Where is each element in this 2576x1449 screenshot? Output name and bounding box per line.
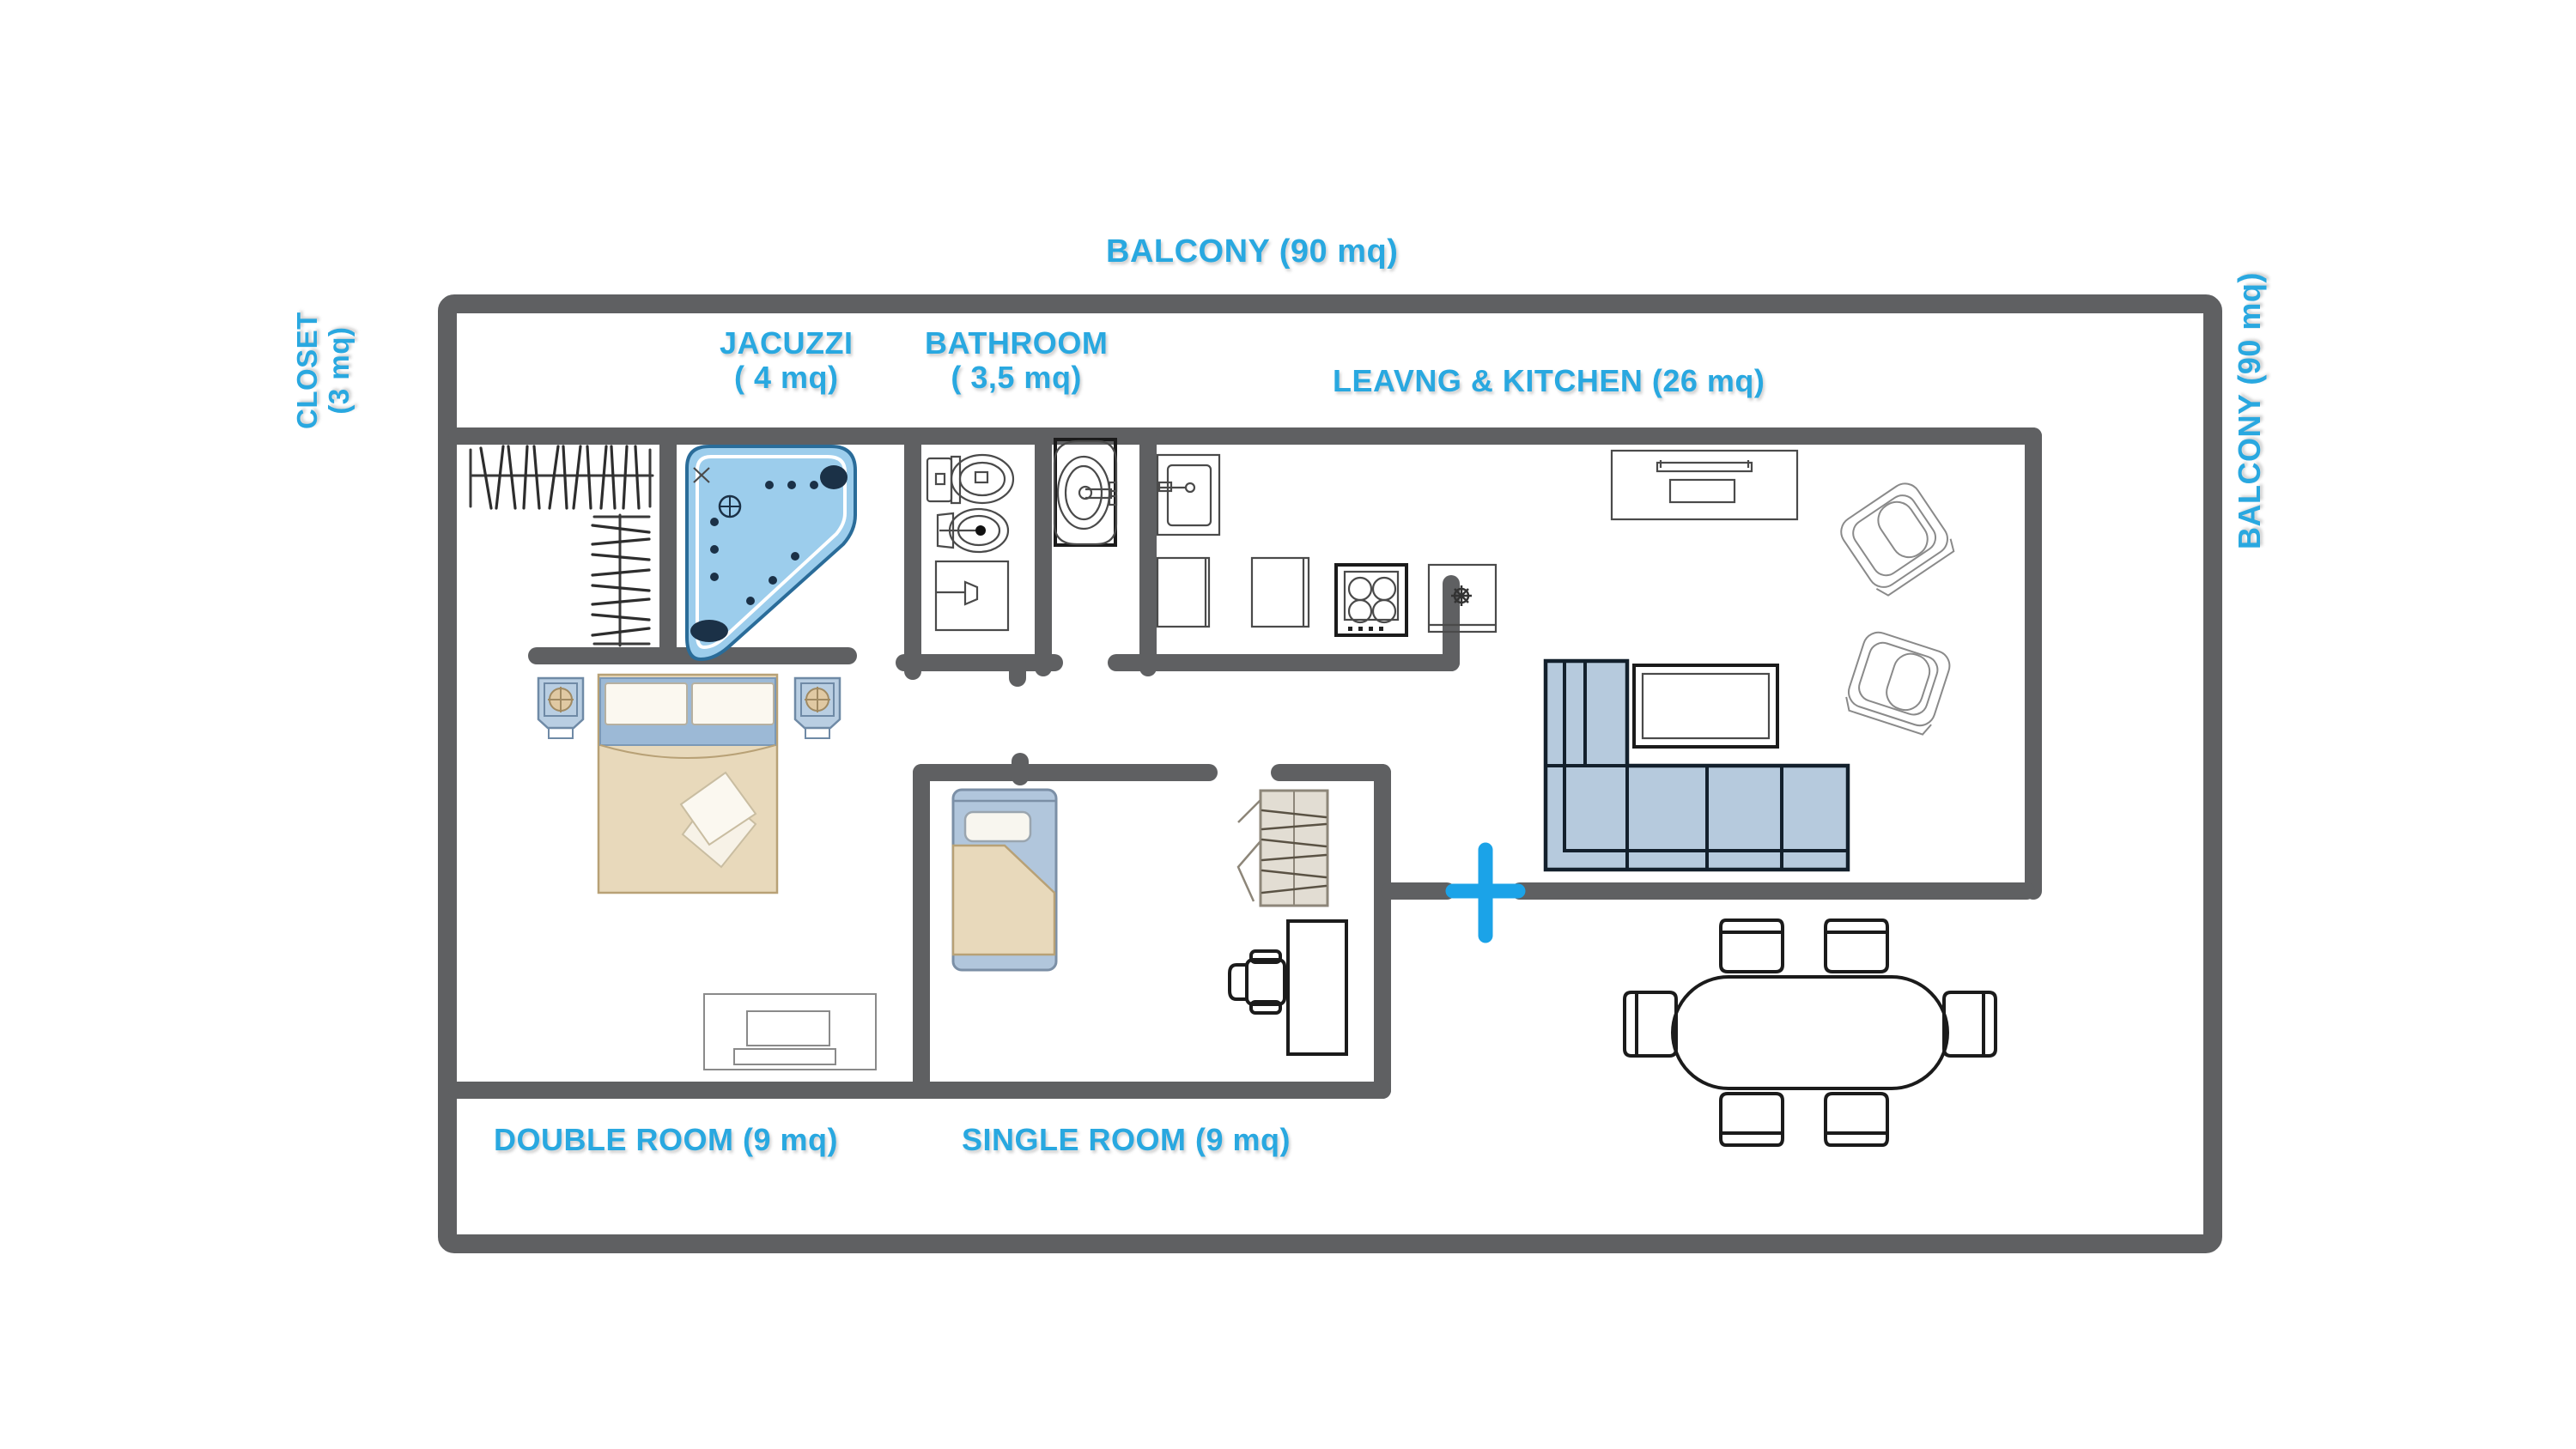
washbasin-oval (1053, 438, 1118, 547)
interior-walls (448, 427, 2042, 1099)
desk (1286, 919, 1348, 1056)
coffee-table (1632, 664, 1779, 749)
kitchen-cabinet (1250, 556, 1310, 628)
nightstand-right (793, 676, 841, 739)
desk-chair (1228, 949, 1286, 1015)
dining-set (1623, 919, 1997, 1147)
living-room-furniture (1543, 449, 1997, 1147)
wardrobe (1236, 789, 1329, 907)
closet-fittings (469, 445, 654, 647)
single-room-furniture (951, 788, 1348, 1056)
tv-console-bedroom (703, 993, 877, 1070)
tv-console-living (1610, 449, 1799, 521)
kitchen-sink-lower (1427, 563, 1498, 634)
kitchen-stove-4-burner (1334, 563, 1408, 637)
entrance-door-marker[interactable] (1445, 842, 1526, 943)
dining-chair (1719, 1092, 1784, 1147)
dining-chair (1824, 1092, 1889, 1147)
corner-jacuzzi-tub (685, 445, 857, 662)
washroom-basin (1156, 453, 1221, 628)
bidet (936, 507, 1010, 554)
bathroom-fixtures (926, 438, 1221, 632)
single-bed (951, 788, 1058, 972)
shower-tray (934, 560, 1010, 632)
nightstand-left (537, 676, 585, 739)
dining-chair (1824, 919, 1889, 973)
toilet (926, 453, 1015, 505)
dining-table-oval (1671, 975, 1949, 1090)
dining-chair (1719, 919, 1784, 973)
dining-chair (1942, 991, 1997, 1058)
sectional-sofa (1543, 658, 1850, 872)
armchair-upper (1840, 482, 1955, 597)
outer-wall-rect (438, 294, 2222, 1253)
kitchen-fittings (1250, 556, 1498, 637)
dining-chair (1623, 991, 1678, 1058)
double-room-furniture (537, 673, 877, 1070)
outer-walls (438, 294, 2222, 1253)
double-bed (597, 673, 779, 894)
armchair-lower (1845, 631, 1951, 736)
